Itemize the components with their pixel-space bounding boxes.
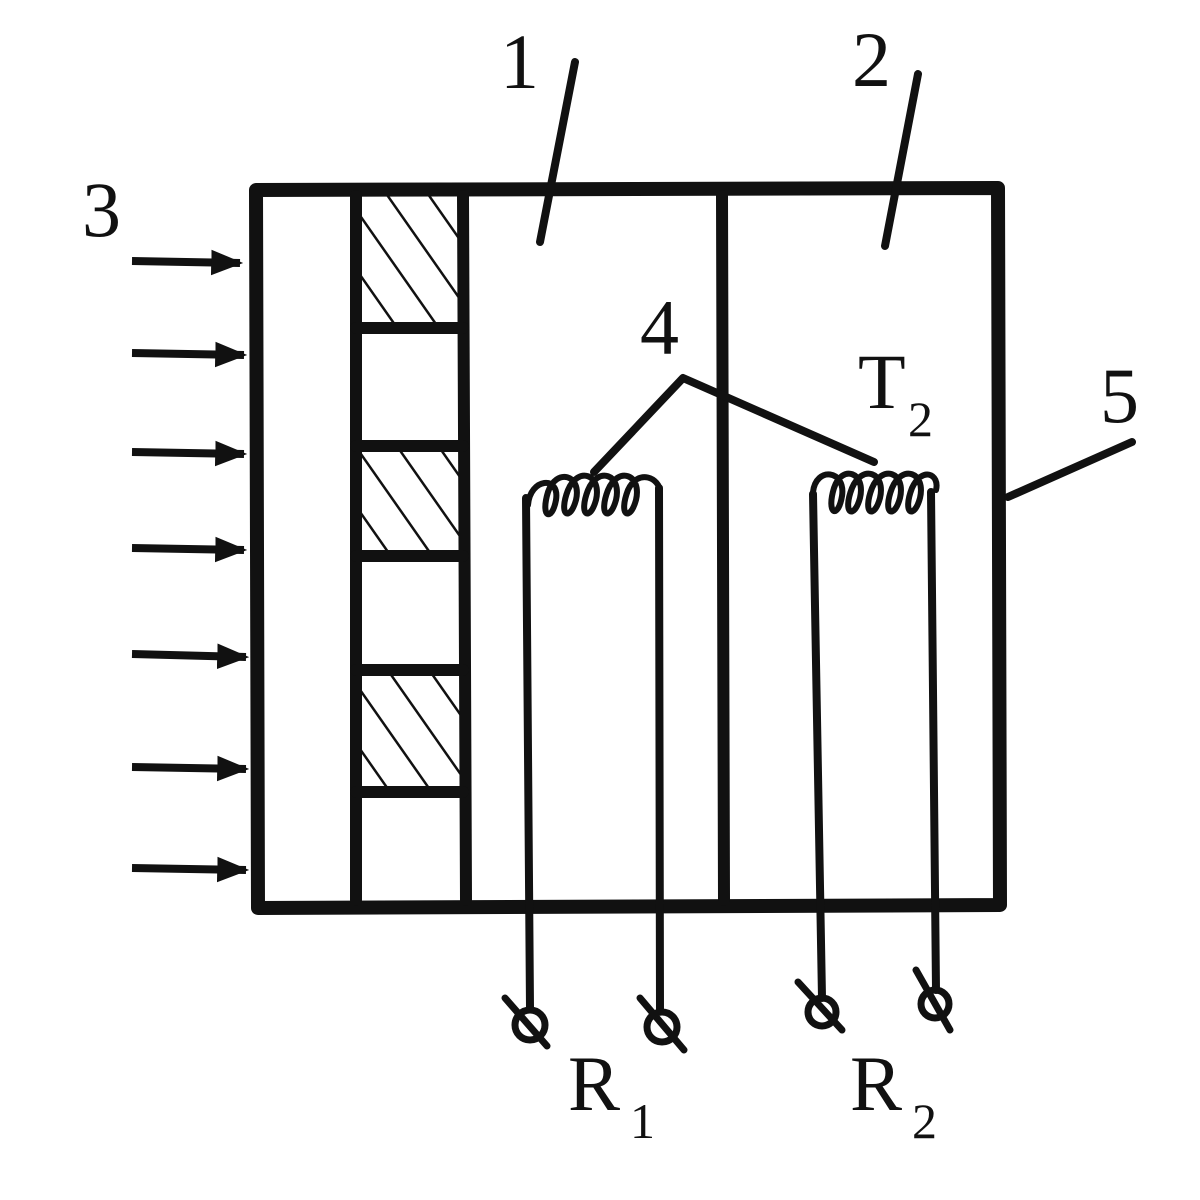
- flux-arrow: [131, 341, 248, 368]
- flux-arrow: [131, 440, 248, 467]
- terminal-tick: [501, 994, 551, 1050]
- sensor-coil: [525, 472, 663, 517]
- sensor-lead: [927, 488, 940, 994]
- flux-arrow: [131, 643, 250, 670]
- flux-arrows: [131, 249, 250, 883]
- label-resistor-2: R: [850, 1040, 902, 1127]
- sensor-coil: [810, 470, 940, 515]
- labels: 1 2 3 4 5 T 2 R 1 R 2: [82, 16, 1139, 1149]
- leader-line-5: [1004, 438, 1136, 501]
- leader-line-1: [536, 58, 579, 246]
- terminal-tick: [636, 994, 688, 1054]
- label-resistor-2-subscript: 2: [912, 1093, 937, 1149]
- terminal-ring: [804, 994, 840, 1030]
- terminal-left: [501, 994, 551, 1050]
- sensor-lead: [522, 494, 534, 1012]
- housing-outline: [249, 181, 1007, 915]
- terminal-ring: [511, 1006, 549, 1044]
- terminal-ring: [643, 1008, 681, 1046]
- leader-line-4: [590, 374, 878, 476]
- leader-line-2: [881, 70, 922, 250]
- housing: [249, 181, 1007, 915]
- flux-arrow: [131, 536, 248, 563]
- sensor-lead: [655, 484, 664, 1014]
- terminal-right: [912, 966, 954, 1034]
- label-temperature: T: [858, 338, 906, 425]
- chamber-partition: [716, 190, 730, 906]
- label-temperature-subscript: 2: [908, 391, 933, 447]
- porous-wall: [350, 190, 472, 906]
- label-housing: 5: [1100, 352, 1139, 439]
- label-sensors: 4: [640, 284, 679, 371]
- terminal-right: [636, 994, 688, 1054]
- leader-lines: [536, 58, 1136, 501]
- terminal-left: [794, 978, 846, 1034]
- label-resistor-1-subscript: 1: [630, 1093, 655, 1149]
- wall-right-edge: [457, 190, 472, 906]
- terminal-tick: [794, 978, 846, 1034]
- flux-arrow: [131, 856, 250, 883]
- sensor-r1: [501, 472, 688, 1054]
- flux-arrow: [131, 249, 244, 276]
- terminal-tick: [912, 966, 954, 1034]
- hatched-block: [360, 196, 460, 326]
- label-flux: 3: [82, 166, 121, 253]
- hatched-block: [360, 668, 460, 792]
- sensor-lead: [809, 490, 826, 1002]
- sensor-r2: [794, 470, 954, 1034]
- label-chamber-2: 2: [852, 16, 891, 103]
- hatched-block: [360, 446, 460, 556]
- label-chamber-1: 1: [500, 18, 539, 105]
- label-resistor-1: R: [568, 1040, 620, 1127]
- flux-arrow: [131, 755, 250, 782]
- terminal-ring: [917, 986, 953, 1022]
